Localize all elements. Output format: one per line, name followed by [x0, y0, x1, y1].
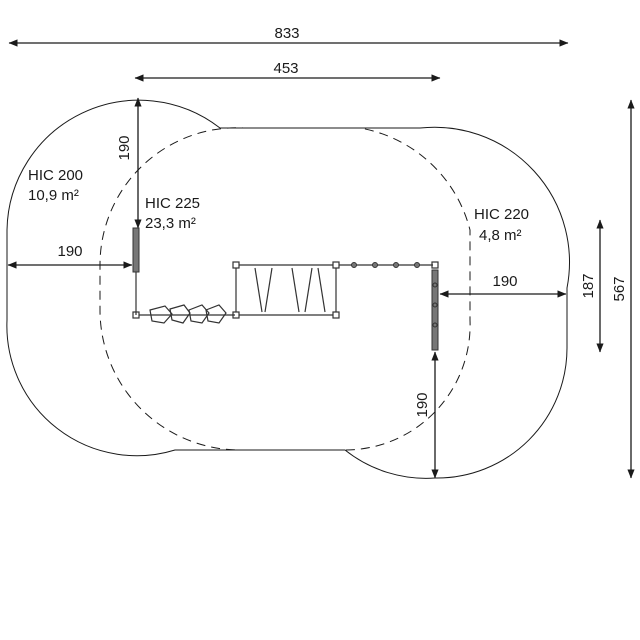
beam-knot: [393, 262, 399, 268]
zone-hic-label: HIC 220: [474, 206, 529, 223]
corner-post: [431, 261, 439, 269]
dimension-label-right-190: 190: [492, 273, 517, 290]
equipment-structure: [132, 227, 439, 351]
frame-post: [332, 311, 340, 319]
beam-knot: [414, 262, 420, 268]
frame-post: [232, 261, 240, 269]
beam-knot: [351, 262, 357, 268]
beam-knot: [372, 262, 378, 268]
zone-hic-label: HIC 200: [28, 167, 83, 184]
outer-safety-zone: [6, 99, 570, 479]
dimension-label-187: 187: [580, 273, 597, 298]
left-post-panel: [132, 227, 140, 273]
dimension-label-833: 833: [274, 25, 299, 42]
frame-rung: [317, 267, 326, 313]
climbing-hold: [432, 322, 438, 328]
zone-area-label: 23,3 m²: [145, 215, 196, 232]
dimension-label-567: 567: [611, 276, 628, 301]
frame-rung: [291, 267, 300, 313]
stepping-platform: [169, 304, 191, 324]
frame-post: [332, 261, 340, 269]
zone-area-label: 10,9 m²: [28, 187, 79, 204]
zone-hic-label: HIC 225: [145, 195, 200, 212]
dimension-label-left-190: 190: [57, 243, 82, 260]
stepping-platform: [188, 304, 210, 324]
climbing-hold: [432, 302, 438, 308]
frame-rung: [254, 267, 263, 313]
frame-rung: [264, 267, 273, 313]
zone-area-label: 4,8 m²: [479, 227, 522, 244]
climbing-hold: [432, 282, 438, 288]
dimension-label-right-bottom-190: 190: [414, 392, 431, 417]
frame-rung: [304, 267, 313, 313]
right-climbing-wall: [431, 269, 439, 351]
stepping-platform: [205, 304, 227, 324]
stepping-platform: [149, 305, 173, 324]
dimension-label-453: 453: [273, 60, 298, 77]
dimension-label-left-top-190: 190: [116, 135, 133, 160]
inner-impact-area: [99, 127, 471, 451]
